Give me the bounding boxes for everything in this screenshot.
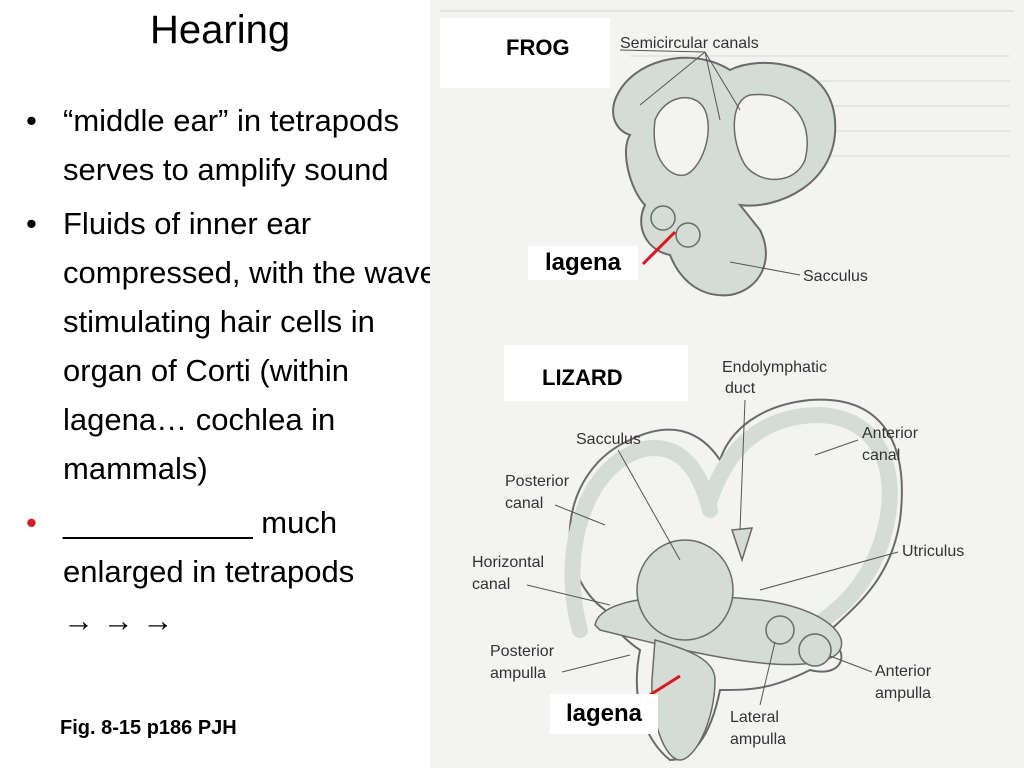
frog-lagena-bulge [675, 222, 701, 248]
lizard-endolymphatic-duct-tip [730, 527, 754, 563]
lizard-canal-outline [568, 398, 903, 762]
bullet-text: Fluids of inner ear compressed, with the… [63, 206, 453, 486]
lizard-endolymphatic-label: Endolymphatic [722, 359, 827, 376]
lizard-posterior-ampulla-label: ampulla [490, 665, 546, 682]
frog-header-box: FROG [440, 18, 610, 88]
frog-label-line [704, 51, 721, 121]
frog-header: FROG [506, 35, 570, 60]
frog-inner-ear: Semicircular canals Sacculus [612, 35, 868, 297]
frog-lagena-bulge [650, 205, 676, 231]
lizard-label-line [759, 641, 776, 706]
lizard-lagena-label: lagena [565, 700, 643, 727]
lizard-posterior-canal [564, 440, 718, 638]
lizard-sacculus-label: Sacculus [576, 431, 641, 448]
lizard-label-line [739, 399, 746, 531]
bullet-item: • Fluids of inner ear compressed, with th… [18, 199, 458, 493]
lizard-anterior-ampulla-label: ampulla [875, 685, 931, 702]
frog-lagena-box: lagena [528, 246, 638, 280]
lizard-label-line [814, 439, 859, 456]
frog-semicircular-label: Semicircular canals [620, 35, 759, 52]
lizard-header: LIZARD [542, 365, 623, 390]
lizard-label-line [829, 655, 873, 673]
frog-label-line [619, 49, 706, 53]
bullet-item: • “middle ear” in tetrapods serves to amp… [18, 96, 458, 194]
bullet-item: • ___________ much enlarged in tetrapods →… [18, 498, 458, 645]
lizard-label-line [759, 551, 899, 591]
lizard-label-line [561, 654, 631, 673]
frog-lagena-label: lagena [544, 249, 622, 276]
bullet-list: • “middle ear” in tetrapods serves to amp… [18, 96, 458, 650]
lizard-utriculus-label: Utriculus [902, 543, 964, 560]
frog-label-line [639, 51, 706, 106]
frog-sacculus-label: Sacculus [803, 268, 868, 285]
lizard-sacculus [636, 539, 734, 641]
lizard-horizontal-canal-label: Horizontal [472, 554, 544, 571]
ear-diagram: Semicircular canals Sacculus Endolymphat… [440, 10, 1014, 762]
bullet-dot: • [26, 505, 37, 540]
bullet-text: “middle ear” in tetrapods serves to ampl… [63, 103, 399, 187]
lizard-endolymphatic-label: duct [725, 380, 756, 397]
slide-title: Hearing [150, 8, 291, 52]
frog-label-line [729, 261, 801, 276]
lizard-anterior-ampulla-label: Anterior [875, 663, 932, 680]
lizard-lagena-box: lagena [550, 694, 658, 734]
lizard-lagena [651, 639, 716, 761]
lizard-posterior-canal-label: canal [505, 495, 543, 512]
bullet-dot: • [26, 103, 37, 138]
frog-lagena-callout-line [641, 230, 677, 266]
lizard-label-line [526, 584, 611, 606]
lizard-lateral-ampulla-label: ampulla [730, 731, 786, 748]
ear-figure: Semicircular canals Sacculus Endolymphat… [430, 0, 1024, 768]
lizard-lateral-ampulla-label: Lateral [730, 709, 779, 726]
bullet-text: ___________ much enlarged in tetrapods [63, 505, 355, 589]
lizard-label-line [554, 504, 606, 526]
lizard-lateral-ampulla [765, 615, 795, 645]
lizard-anterior-canal [702, 406, 898, 648]
lizard-posterior-canal-label: Posterior [505, 473, 570, 490]
frog-canal-loop-left [653, 96, 709, 177]
frog-label-line [704, 51, 741, 111]
lizard-posterior-ampulla-label: Posterior [490, 643, 555, 660]
frog-canal-loop-right [733, 93, 808, 181]
lizard-anterior-canal-label: canal [862, 447, 900, 464]
lizard-anterior-ampulla [798, 633, 832, 667]
arrow-icons: → → → [63, 603, 174, 638]
bullet-dot: • [26, 206, 37, 241]
lizard-horizontal-canal-label: canal [472, 576, 510, 593]
lizard-header-box: LIZARD [504, 345, 688, 401]
figure-caption: Fig. 8-15 p186 PJH [60, 717, 237, 739]
lizard-label-line [617, 449, 681, 561]
lizard-inner-ear: Endolymphatic duct Sacculus Anterior can… [472, 359, 964, 762]
lizard-anterior-canal-label: Anterior [862, 425, 919, 442]
